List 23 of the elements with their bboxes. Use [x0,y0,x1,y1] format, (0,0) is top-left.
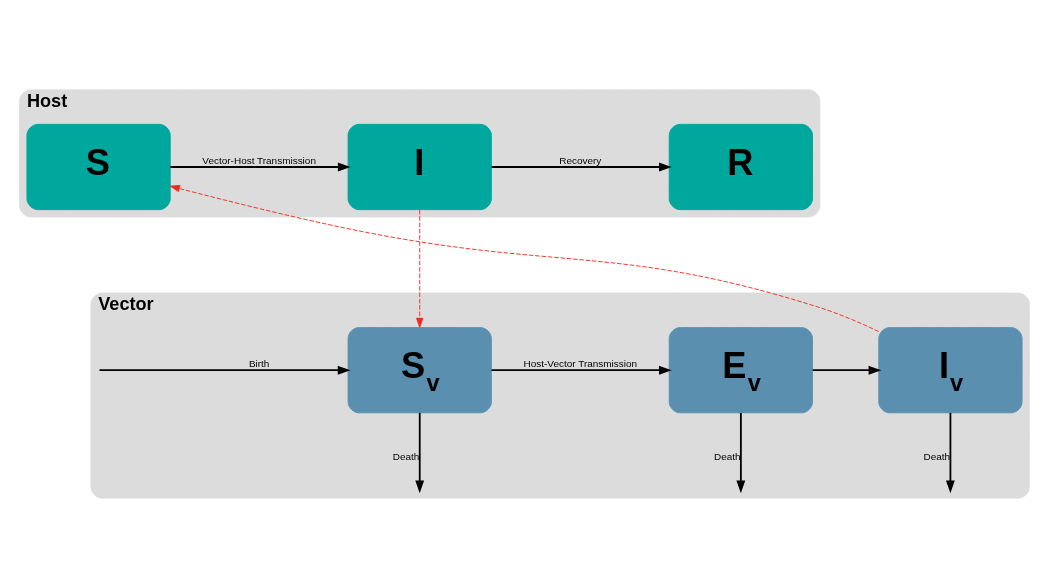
arrow [811,365,882,375]
node-box: S [26,123,171,211]
node-box: S$_{v}$ [347,327,492,414]
edge-label: Vector-Host Transmission [202,155,316,167]
node-box: I$_{v}$ [878,327,1023,414]
edge-label: Death [392,450,420,462]
edge-label: Recovery [559,155,602,167]
node-box: R [668,123,813,211]
arrow [490,365,672,375]
arrow [169,162,351,172]
node-box: E$_{v}$ [668,327,813,414]
arrow [490,162,672,172]
edge-label: Death [713,450,741,462]
node-box: I [347,123,492,211]
edge-label: Birth [248,358,270,370]
arrow [736,412,746,494]
edge-label: Host-Vector Transmission [523,358,638,370]
arrow [415,412,425,494]
arrow [169,184,880,332]
edge-label: Death [923,450,951,462]
arrow [98,365,351,375]
arrow [416,209,424,328]
arrow [945,412,955,494]
